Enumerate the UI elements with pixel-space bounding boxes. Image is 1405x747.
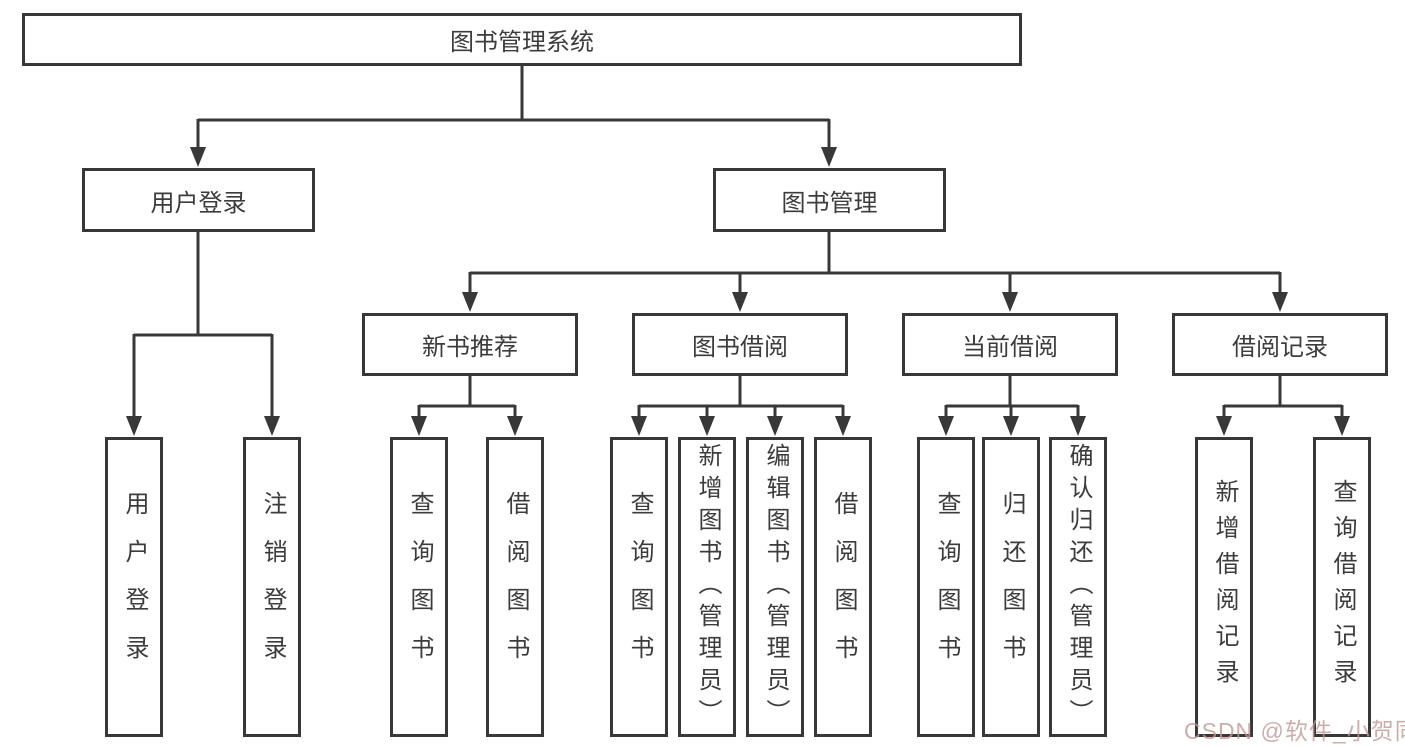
leaf-borrow-books: 借阅图书 bbox=[814, 437, 872, 737]
leaf-label: 借阅图书 bbox=[830, 491, 857, 683]
leaf-return-books: 归还图书 bbox=[982, 437, 1040, 737]
node-label: 图书借阅 bbox=[692, 334, 788, 361]
leaf-confirm-return-admin: 确认归还（管理员） bbox=[1049, 437, 1107, 737]
leaf-add-books-admin: 新增图书（管理员） bbox=[678, 437, 736, 737]
node-label: 新书推荐 bbox=[422, 334, 518, 361]
leaf-label: 新增借阅记录 bbox=[1211, 479, 1238, 695]
leaf-label: 确认归还（管理员） bbox=[1065, 443, 1092, 731]
leaf-query-books-current: 查询图书 bbox=[917, 437, 975, 737]
leaf-logout: 注销登录 bbox=[243, 437, 301, 737]
node-label: 图书管理 bbox=[781, 189, 878, 217]
connector-paths bbox=[132, 66, 1344, 424]
node-user-login: 用户登录 bbox=[82, 168, 315, 232]
node-current-borrowing: 当前借阅 bbox=[902, 313, 1118, 376]
leaf-label: 查询图书 bbox=[933, 491, 960, 683]
leaf-edit-books-admin: 编辑图书（管理员） bbox=[746, 437, 804, 737]
leaf-query-books-borrowing: 查询图书 bbox=[610, 437, 668, 737]
leaf-label: 新增图书（管理员） bbox=[694, 443, 721, 731]
leaf-label: 编辑图书（管理员） bbox=[762, 443, 789, 731]
node-label: 用户登录 bbox=[150, 189, 247, 217]
node-book-borrowing: 图书借阅 bbox=[632, 313, 848, 376]
leaf-label: 借阅图书 bbox=[502, 491, 529, 683]
node-label: 当前借阅 bbox=[962, 334, 1058, 361]
leaf-label: 查询图书 bbox=[406, 491, 433, 683]
leaf-user-login: 用户登录 bbox=[105, 437, 163, 737]
node-borrowing-records: 借阅记录 bbox=[1172, 313, 1388, 376]
leaf-add-borrow-record: 新增借阅记录 bbox=[1195, 437, 1253, 737]
node-library-management-system: 图书管理系统 bbox=[22, 13, 1022, 66]
node-book-management: 图书管理 bbox=[713, 168, 946, 232]
leaf-query-borrow-record: 查询借阅记录 bbox=[1313, 437, 1371, 737]
node-label: 图书管理系统 bbox=[450, 29, 594, 56]
leaf-label: 查询借阅记录 bbox=[1329, 479, 1356, 695]
leaf-label: 注销登录 bbox=[259, 491, 286, 683]
node-label: 借阅记录 bbox=[1232, 334, 1328, 361]
leaf-borrow-books-recommend: 借阅图书 bbox=[486, 437, 544, 737]
csdn-watermark: CSDN @软件_小贺同学 bbox=[1184, 718, 1405, 744]
node-new-book-recommendation: 新书推荐 bbox=[362, 313, 578, 376]
leaf-label: 查询图书 bbox=[626, 491, 653, 683]
leaf-label: 归还图书 bbox=[998, 491, 1025, 683]
leaf-label: 用户登录 bbox=[121, 491, 148, 683]
leaf-query-books-recommend: 查询图书 bbox=[390, 437, 448, 737]
